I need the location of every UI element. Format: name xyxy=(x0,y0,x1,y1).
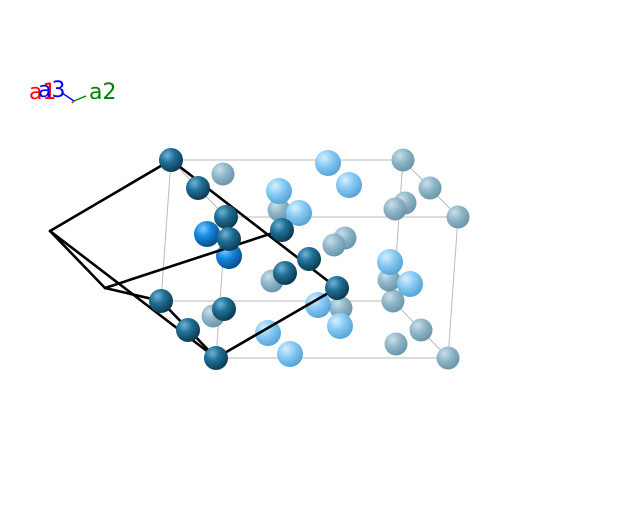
atom[interactable] xyxy=(383,197,407,221)
axis-a3-line xyxy=(61,92,75,102)
atom[interactable] xyxy=(217,227,241,251)
atom[interactable] xyxy=(267,198,291,222)
atom[interactable] xyxy=(391,148,415,172)
atom[interactable] xyxy=(270,218,294,242)
atom[interactable] xyxy=(186,176,210,200)
cell-edge xyxy=(447,216,459,359)
atom[interactable] xyxy=(277,341,303,367)
atom[interactable] xyxy=(211,162,235,186)
atom[interactable] xyxy=(384,332,408,356)
atom[interactable] xyxy=(325,276,349,300)
atom[interactable] xyxy=(286,200,312,226)
atom[interactable] xyxy=(255,320,281,346)
atom[interactable] xyxy=(176,318,200,342)
atom[interactable] xyxy=(336,172,362,198)
primitive-cell-edge xyxy=(103,228,284,290)
axis-a1-label: a1 xyxy=(29,80,56,105)
atom[interactable] xyxy=(327,313,353,339)
atom[interactable] xyxy=(297,247,321,271)
atom[interactable] xyxy=(315,150,341,176)
atoms-back xyxy=(201,148,470,370)
primitive-cell-edge xyxy=(48,229,107,290)
axis-a2-line xyxy=(73,95,87,102)
atom[interactable] xyxy=(159,148,183,172)
atom[interactable] xyxy=(266,178,292,204)
axis-a3-label: a3 xyxy=(38,78,65,103)
atom[interactable] xyxy=(329,296,353,320)
axis-a1-line xyxy=(71,100,75,104)
atom[interactable] xyxy=(377,249,403,275)
atoms-dark xyxy=(149,148,349,370)
atom[interactable] xyxy=(397,271,423,297)
atom[interactable] xyxy=(409,318,433,342)
atom[interactable] xyxy=(322,233,346,257)
axis-indicator: a1 a3 a2 xyxy=(29,78,116,105)
atom[interactable] xyxy=(204,346,228,370)
atom[interactable] xyxy=(381,289,405,313)
atom[interactable] xyxy=(305,292,331,318)
atom[interactable] xyxy=(212,297,236,321)
atom[interactable] xyxy=(418,176,442,200)
atom[interactable] xyxy=(214,205,238,229)
atom[interactable] xyxy=(446,205,470,229)
atom[interactable] xyxy=(273,261,297,285)
axis-a2-label: a2 xyxy=(89,80,116,105)
atom[interactable] xyxy=(377,268,401,292)
primitive-cell-edge xyxy=(48,158,173,233)
primitive-cell-edge xyxy=(214,286,339,360)
atoms-light xyxy=(255,150,423,367)
cell-edge xyxy=(160,159,172,302)
atom[interactable] xyxy=(149,289,173,313)
atom[interactable] xyxy=(436,346,460,370)
atom[interactable] xyxy=(194,221,220,247)
